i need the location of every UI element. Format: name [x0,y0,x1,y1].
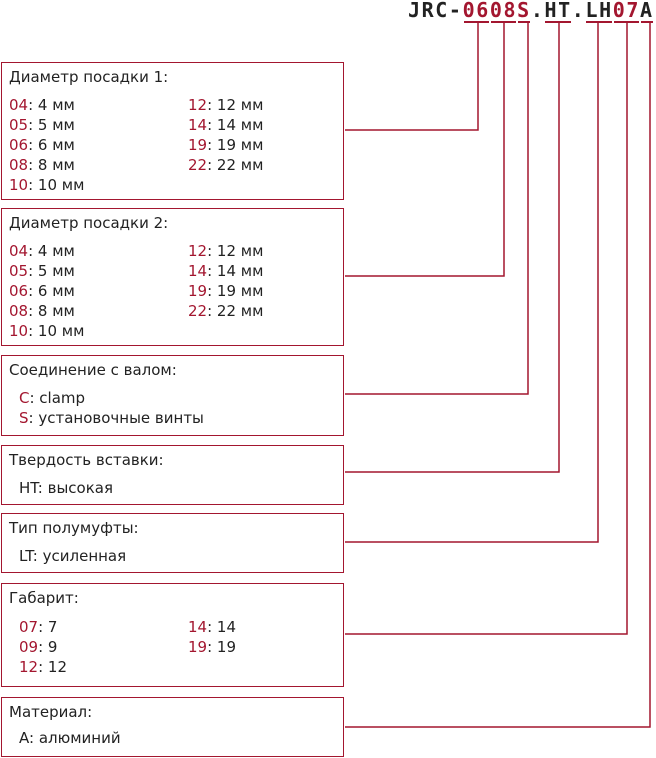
connector-line-diameter-1 [345,23,479,131]
code-dot: . [571,0,586,22]
option-item: 19: 19 мм [188,136,264,154]
option-item: 08: 8 мм [9,156,75,174]
code-connection: S [517,0,531,22]
code-prefix: JRC- [408,0,463,22]
option-item: 19: 19 [188,638,237,656]
option-item: 14: 14 мм [188,116,264,134]
option-item: 04: 4 мм [9,242,75,260]
coupling-type-box: Тип полумуфты: LT: усиленная [1,513,344,573]
product-code: JRC-0608S.HT.LH07A [408,0,654,22]
option-item: 05: 5 мм [9,116,75,134]
box-title: Твердость вставки: [9,451,164,469]
box-title: Диаметр посадки 1: [9,68,169,86]
diameter-1-box: Диаметр посадки 1: 04: 4 мм 05: 5 мм 06:… [1,62,344,200]
option-item: 09: 9 [19,638,58,656]
option-item: LT: усиленная [19,547,127,565]
connector-line-size [345,23,628,635]
option-item: 06: 6 мм [9,282,75,300]
option-item: 14: 14 [188,618,237,636]
option-item: A: алюминий [19,729,121,747]
code-diameter-1: 06 [462,0,490,22]
connector-line-hardness [345,23,560,473]
code-material: A [640,0,654,22]
code-diameter-2: 08 [489,0,518,22]
connector-line-connection [345,23,529,395]
option-item: 04: 4 мм [9,96,75,114]
option-item: 12: 12 [19,658,68,676]
option-item: 22: 22 мм [188,302,264,320]
shaft-connection-box: Соединение с валом: C: clamp S: установо… [1,355,344,436]
option-item: 12: 12 мм [188,242,264,260]
box-title: Тип полумуфты: [9,519,139,537]
connector-line-type [345,23,599,543]
diameter-2-box: Диаметр посадки 2: 04: 4 мм 05: 5 мм 06:… [1,208,344,346]
code-dot: . [530,0,545,22]
option-item: C: clamp [19,389,86,407]
option-item: 08: 8 мм [9,302,75,320]
option-item: 10: 10 мм [9,322,85,340]
option-item: 19: 19 мм [188,282,264,300]
box-title: Габарит: [9,589,79,607]
insert-hardness-box: Твердость вставки: HT: высокая [1,445,344,505]
code-type: LH [585,0,613,22]
option-item: 14: 14 мм [188,262,264,280]
option-item: 10: 10 мм [9,176,85,194]
box-title: Соединение с валом: [9,361,177,379]
connector-line-diameter-2 [345,23,505,277]
option-item: 06: 6 мм [9,136,75,154]
option-item: 12: 12 мм [188,96,264,114]
code-size: 07 [612,0,641,22]
option-item: HT: высокая [19,479,113,497]
option-item: 07: 7 [19,618,58,636]
option-item: S: установочные винты [19,409,204,427]
connector-line-material [345,23,651,728]
box-title: Диаметр посадки 2: [9,214,169,232]
option-item: 22: 22 мм [188,156,264,174]
material-box: Материал: A: алюминий [1,697,344,757]
option-item: 05: 5 мм [9,262,75,280]
code-hardness: HT [544,0,572,22]
box-title: Материал: [9,703,93,721]
size-box: Габарит: 07: 7 09: 9 12: 12 14: 14 19: 1… [1,583,344,687]
